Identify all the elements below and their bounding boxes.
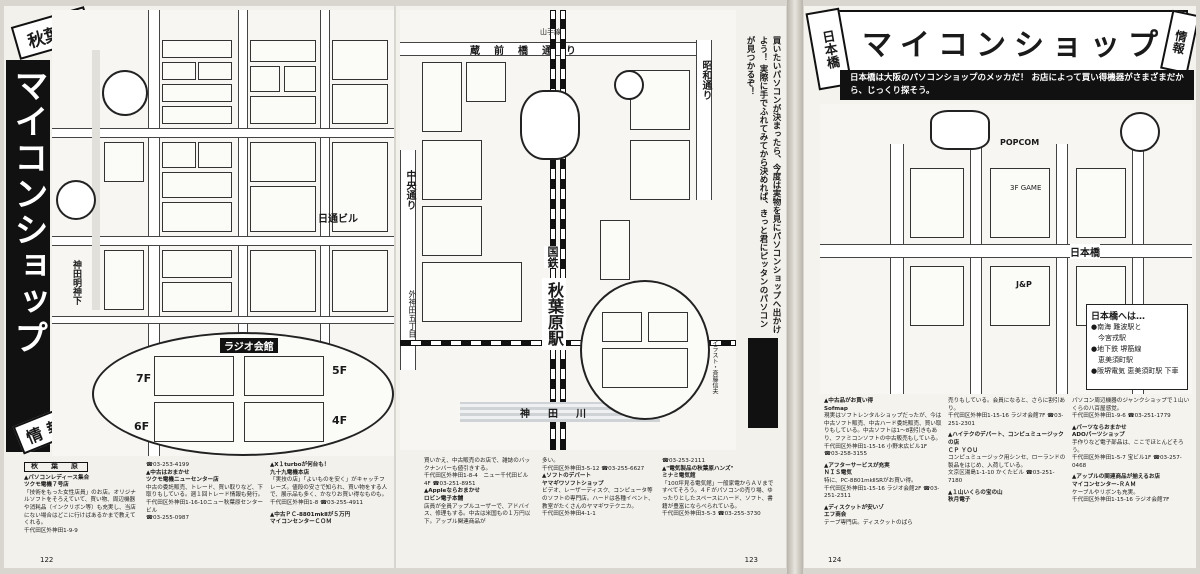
page-header: マイコンショップ xyxy=(830,10,1188,74)
illustrator-credit: イラスト・斉藤信夫 xyxy=(711,340,718,394)
shop-entry: パソコン周辺機器のジャンクショップで１山いくらの八百屋感覚。 千代田区外神田1-… xyxy=(1072,398,1190,420)
spread-gutter xyxy=(787,0,803,574)
title-banner: マイコンショップ xyxy=(6,60,50,452)
shop-entry: ▲アフターサービスが充実 ＮＩＳ電気 特に、PC-8801mkⅡSRがお買い得。… xyxy=(824,462,940,500)
waving-character-icon xyxy=(1120,112,1160,152)
banner-title: マイコンショップ xyxy=(8,68,48,356)
shop-entry: ▲中古品がお買い得 Sofmap 現実はソフトレンタルショップだったが、今は中古… xyxy=(824,398,942,458)
conductor-character-icon xyxy=(520,90,580,160)
shop-entry: ▲１山いくらの宝の山 秋月電子 xyxy=(948,489,1003,504)
floor-label: 7F xyxy=(136,372,152,385)
label-kanda-myojin: 神田明神下 xyxy=(71,260,81,305)
shop-entry: ☎03-253-4199 ▲中古はおまかせ ツクモ電機ニューセンター店 中古の委… xyxy=(146,462,264,522)
shop-entry: 多い。 千代田区外神田3-5-12 ☎03-255-6627 ▲ソフトのデパート… xyxy=(542,458,654,518)
running-character-icon xyxy=(930,110,990,150)
cartoon-character-icon xyxy=(56,180,96,220)
shop-entry: ▲パーツならおまかせ ADOパーツショップ 手作りなど電子部品は、ここでほとんど… xyxy=(1072,424,1184,469)
intro-strip: 日本橋は大阪のパソコンショップのメッカだ！ お店によって買い得機器がさまざまだか… xyxy=(840,70,1194,100)
access-line: ●阪堺電気 恵美須町駅 下車 xyxy=(1091,367,1179,375)
shop-entry: ▲ディスクットが安いゾ エフ商会 テープ専門店。ディスクットのばら xyxy=(824,504,913,526)
jp-label: J&P xyxy=(1016,280,1032,289)
station-label: 秋葉原駅 xyxy=(542,278,566,350)
access-line: ●地下鉄 堺筋線 xyxy=(1091,345,1142,353)
access-line: ●南海 難波駅と xyxy=(1091,323,1142,331)
akihabara-map-east: 蔵前橋通り 中央通り 昭和通り 外神田五丁目 山手線 国鉄 秋葉原駅 神田川 イ… xyxy=(400,10,736,450)
shop-entry: ▲パソコンレディース集合 ツクモ電機７号店 「技術をもった女性店員」のお店。オリ… xyxy=(24,474,136,534)
station-label: 日本橋 xyxy=(1070,244,1100,259)
floor-label: 4F xyxy=(332,414,348,427)
page-122: マイコンショップ 秋葉原 情報 日通ビル xyxy=(4,6,394,568)
floor-label: 5F xyxy=(332,364,348,377)
radio-kaikan-inset: ラジオ会館 7F 6F 5F 4F xyxy=(92,332,394,456)
page-124: マイコンショップ 日本橋 情報 日本橋は大阪のパソコンショップのメッカだ！ お店… xyxy=(804,6,1196,568)
page-title: マイコンショップ xyxy=(862,28,1166,63)
street-showa-label: 昭和通り xyxy=(700,60,711,100)
floor-label: 6F xyxy=(134,420,150,433)
page-number: 123 xyxy=(744,556,758,564)
nihonbashi-map: 日本橋 POPCOM 3F GAME J&P 日本橋へは… ●南海 難波駅と 今… xyxy=(820,104,1192,394)
label-nissei-bldg: 日通ビル xyxy=(318,214,358,225)
access-line: 今宮戎駅 xyxy=(1091,334,1126,342)
page-123: 蔵前橋通り 中央通り 昭和通り 外神田五丁目 山手線 国鉄 秋葉原駅 神田川 イ… xyxy=(396,6,786,568)
station-inset xyxy=(580,280,710,420)
game-label: 3F GAME xyxy=(1010,184,1042,192)
section-label: 秋 葉 原 xyxy=(24,462,88,472)
shop-entry: ▲中古ＰＣ-8801mkⅡが５万円 マイコンセンターＣＯＭ xyxy=(270,511,351,526)
shop-entry: 買いかえ、中古販売のお店で、雑誌のバックナンバーも値引きする。 千代田区外神田1… xyxy=(424,458,531,525)
kokutetsu-label: 国鉄 xyxy=(544,246,560,268)
shop-entry: 売りもしている。会員になると、さらに割引あり。 千代田区外神田1-15-16 ラ… xyxy=(948,398,1066,427)
shop-entry: ▲アップルの関連商品が揃えるお店 マイコンセンター-ＲＡＭ ケーブルやリボンも充… xyxy=(1072,474,1170,504)
popcom-label: POPCOM xyxy=(1000,138,1040,147)
shop-entry: ▲X１turboが何台も！ 九十九電機本店 「実技の店」「よいものを安く」がキャ… xyxy=(270,462,388,506)
access-note-box: 日本橋へは… ●南海 難波駅と 今宮戎駅 ●地下鉄 堺筋線 恵美須町駅 ●阪堺電… xyxy=(1086,304,1188,390)
label-sotokanda: 外神田五丁目 xyxy=(408,290,417,338)
radio-kaikan-label: ラジオ会館 xyxy=(220,338,278,353)
access-note-title: 日本橋へは… xyxy=(1091,312,1146,322)
page-number: 122 xyxy=(40,556,54,564)
intro-text: 買いたいパソコンが決まったら、今度は実物を見にパソコンショップへ出かけよう！ 実… xyxy=(745,36,781,334)
street-kuramae-label: 蔵前橋通り xyxy=(470,46,590,57)
access-line: 恵美須町駅 xyxy=(1091,356,1133,364)
shop-listings-124: ▲中古品がお買い得 Sofmap 現実はソフトレンタルショップだったが、今は中古… xyxy=(824,398,1190,554)
shop-entry: ☎03-253-2111 ▲"電気製品の秋葉原ハンズ" ミナミ電気館 「100坪… xyxy=(662,458,774,518)
shop-listings-123: 買いかえ、中古販売のお店で、雑誌のバックナンバーも値引きする。 千代田区外神田1… xyxy=(424,458,776,558)
shop-listings-122: 秋 葉 原 ▲パソコンレディース集合 ツクモ電機７号店 「技術をもった女性店員」… xyxy=(24,462,390,562)
cartoon-character-icon xyxy=(102,70,148,116)
decorative-bar xyxy=(748,338,778,428)
akihabara-map-west: 日通ビル 神田明神下 ラジオ会館 7F 6F 5F 4F xyxy=(52,10,394,456)
street-chuo-label: 中央通り xyxy=(404,170,415,210)
yamanote-label: 山手線 xyxy=(540,28,561,36)
shop-entry: ▲ハイテクのデパート、コンピュミュージックの店 ＣＰ ＹＯＵ コンピュミュージッ… xyxy=(948,432,1066,484)
river-label: 神田川 xyxy=(520,409,604,420)
tv-character-icon xyxy=(614,70,644,100)
page-number: 124 xyxy=(828,556,842,564)
